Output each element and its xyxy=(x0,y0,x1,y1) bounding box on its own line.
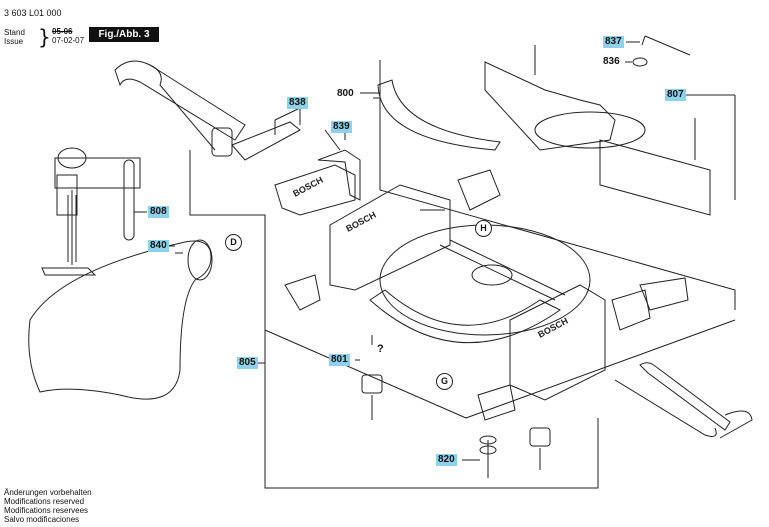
clamp-808-illustration xyxy=(41,147,147,276)
svg-text:BOSCH: BOSCH xyxy=(344,210,377,234)
stand-label: Stand xyxy=(4,28,25,37)
callout-820[interactable]: 820 xyxy=(436,454,457,466)
issue-label: Issue xyxy=(4,37,24,46)
note-spanish: Salvo modificaciones xyxy=(4,515,80,524)
modification-notes: Änderungen vorbehalten Modifications res… xyxy=(4,488,92,524)
issue-dates: 05-06 07-02-07 xyxy=(52,27,84,45)
frame-diag-left xyxy=(264,329,467,419)
bracket-839-illustration xyxy=(274,129,361,216)
old-date: 05-06 xyxy=(52,27,73,36)
callout-leaders xyxy=(168,41,736,361)
unknown-part-marker: ? xyxy=(377,343,384,355)
callout-837[interactable]: 837 xyxy=(603,36,624,48)
callout-808[interactable]: 808 xyxy=(148,206,169,218)
dust-bag-840-illustration xyxy=(28,239,213,400)
callout-807[interactable]: 807 xyxy=(665,89,686,101)
callout-839[interactable]: 839 xyxy=(331,121,352,133)
callout-805[interactable]: 805 xyxy=(237,357,258,369)
note-german: Änderungen vorbehalten xyxy=(4,488,92,497)
callout-801[interactable]: 801 xyxy=(329,354,350,366)
callout-838[interactable]: 838 xyxy=(287,97,308,109)
frame-line-805 xyxy=(189,150,599,489)
new-date: 07-02-07 xyxy=(52,36,85,45)
figure-label: Fig./Abb. 3 xyxy=(89,27,159,42)
fasteners-illustration xyxy=(361,335,551,478)
callout-836[interactable]: 836 xyxy=(603,56,620,67)
fence-807-illustration xyxy=(484,35,711,216)
callout-800[interactable]: 800 xyxy=(337,88,354,99)
handle-838-illustration xyxy=(114,60,301,161)
extension-rod-illustration xyxy=(614,362,753,439)
part-number: 3 603 L01 000 xyxy=(4,8,62,18)
label-brace: } xyxy=(38,25,51,49)
note-english: Modifications reserved xyxy=(4,497,85,506)
frame-diag-right xyxy=(465,319,736,419)
marker-d: D xyxy=(225,234,242,251)
stand-issue-labels: Stand Issue xyxy=(4,28,25,46)
svg-text:BOSCH: BOSCH xyxy=(536,316,569,340)
note-french: Modifications reservees xyxy=(4,506,89,515)
guide-800-illustration xyxy=(373,79,501,151)
saw-base-illustration xyxy=(284,169,689,421)
marker-h: H xyxy=(475,220,492,237)
marker-g: G xyxy=(436,373,453,390)
callout-840[interactable]: 840 xyxy=(148,240,169,252)
